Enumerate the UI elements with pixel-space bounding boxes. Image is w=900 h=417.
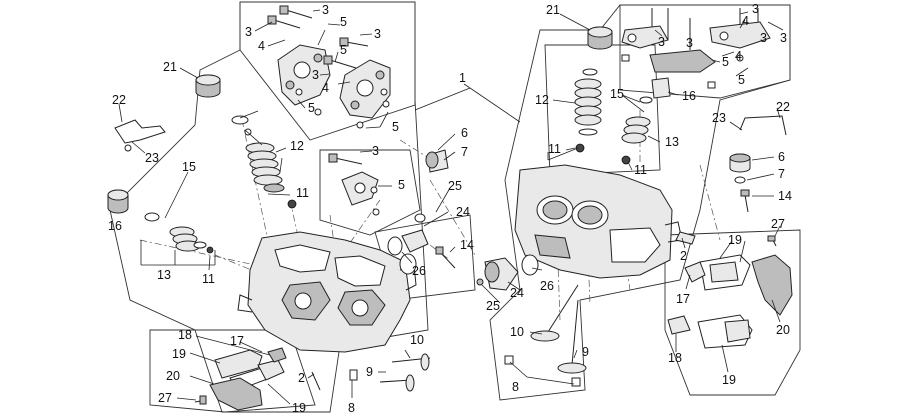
callout-18: 18: [178, 328, 192, 342]
left-valve-springs: [144, 115, 297, 254]
callout-4: 4: [735, 49, 742, 63]
leader-lines: [118, 9, 784, 405]
callout-18: 18: [668, 351, 682, 365]
callout-24: 24: [510, 286, 524, 300]
callout-labels: 3 3 4 5 3 5 3 4 5 5 3 5 21 22 23 16 15 1…: [108, 2, 792, 415]
callout-15: 15: [610, 87, 624, 101]
callout-19: 19: [722, 373, 736, 387]
callout-4: 4: [258, 39, 265, 53]
callout-11: 11: [634, 163, 647, 177]
callout-5: 5: [722, 55, 729, 69]
left-small-washers: [124, 88, 390, 216]
left-mid-box-frame: [319, 149, 421, 236]
callout-13: 13: [665, 135, 679, 149]
callout-5: 5: [308, 101, 315, 115]
callout-21: 21: [546, 3, 560, 17]
callout-9: 9: [582, 345, 589, 359]
callout-3: 3: [372, 144, 379, 158]
callout-7: 7: [461, 145, 468, 159]
callout-10: 10: [510, 325, 524, 339]
callout-10: 10: [410, 333, 424, 347]
callout-3: 3: [322, 3, 329, 17]
callout-11: 11: [296, 186, 309, 200]
callout-17: 17: [676, 292, 690, 306]
callout-1: 1: [459, 71, 466, 85]
callout-12: 12: [535, 93, 549, 107]
callout-3: 3: [760, 31, 767, 45]
callout-13: 13: [157, 268, 171, 282]
callout-2: 2: [298, 371, 305, 385]
callout-3: 3: [686, 36, 693, 50]
callout-19: 19: [728, 233, 742, 247]
callout-5: 5: [398, 178, 405, 192]
callout-8: 8: [512, 380, 519, 394]
callout-3: 3: [374, 27, 381, 41]
callout-26: 26: [540, 279, 554, 293]
right-valve-springs: [574, 26, 671, 165]
callout-11: 11: [548, 142, 561, 156]
callout-3: 3: [752, 2, 759, 16]
callout-16: 16: [682, 89, 696, 103]
callout-25: 25: [448, 179, 462, 193]
callout-12: 12: [290, 139, 304, 153]
callout-4: 4: [742, 14, 749, 28]
left-tensioner-parts: [194, 347, 431, 411]
callout-27: 27: [158, 391, 172, 405]
callout-21: 21: [163, 60, 177, 74]
callout-24: 24: [456, 205, 470, 219]
left-rocker-box-frame: [239, 1, 416, 141]
callout-19: 19: [172, 347, 186, 361]
callout-23: 23: [145, 151, 159, 165]
right-tensioner-parts: [667, 254, 793, 349]
callout-19: 19: [292, 401, 306, 415]
callout-22: 22: [112, 93, 126, 107]
callout-7: 7: [778, 167, 785, 181]
callout-8: 8: [348, 401, 355, 415]
callout-22: 22: [776, 100, 790, 114]
callout-6: 6: [778, 150, 785, 164]
callout-3: 3: [658, 35, 665, 49]
callout-16: 16: [108, 219, 122, 233]
left-bolts: [267, 5, 456, 269]
callout-26: 26: [412, 264, 426, 278]
callout-14: 14: [460, 238, 474, 252]
callout-3: 3: [780, 31, 787, 45]
right-valve-frame: [544, 44, 661, 176]
callout-3: 3: [245, 25, 252, 39]
left-cylinder-head: [237, 231, 417, 353]
callout-25: 25: [486, 299, 500, 313]
right-rocker-box-frame: [619, 4, 791, 99]
callout-4: 4: [322, 81, 329, 95]
callout-23: 23: [712, 111, 726, 125]
right-tensioner-frame: [664, 229, 801, 396]
right-cylinder-head: [514, 164, 683, 279]
callout-5: 5: [738, 73, 745, 87]
left-head-frame: [109, 1, 429, 413]
callout-5: 5: [340, 15, 347, 29]
callout-14: 14: [778, 189, 792, 203]
callout-17: 17: [230, 334, 244, 348]
callout-20: 20: [776, 323, 790, 337]
left-rocker-arms: [277, 44, 391, 206]
callout-5: 5: [392, 120, 399, 134]
left-cam-chain-parts: [107, 74, 449, 275]
right-cam-chain-parts: [476, 115, 787, 291]
callout-6: 6: [461, 126, 468, 140]
callout-9: 9: [366, 365, 373, 379]
callout-2: 2: [680, 249, 687, 263]
callout-27: 27: [771, 217, 785, 231]
callout-20: 20: [166, 369, 180, 383]
callout-5: 5: [340, 43, 347, 57]
callout-11: 11: [202, 272, 215, 286]
callout-15: 15: [182, 160, 196, 174]
callout-3: 3: [312, 68, 319, 82]
